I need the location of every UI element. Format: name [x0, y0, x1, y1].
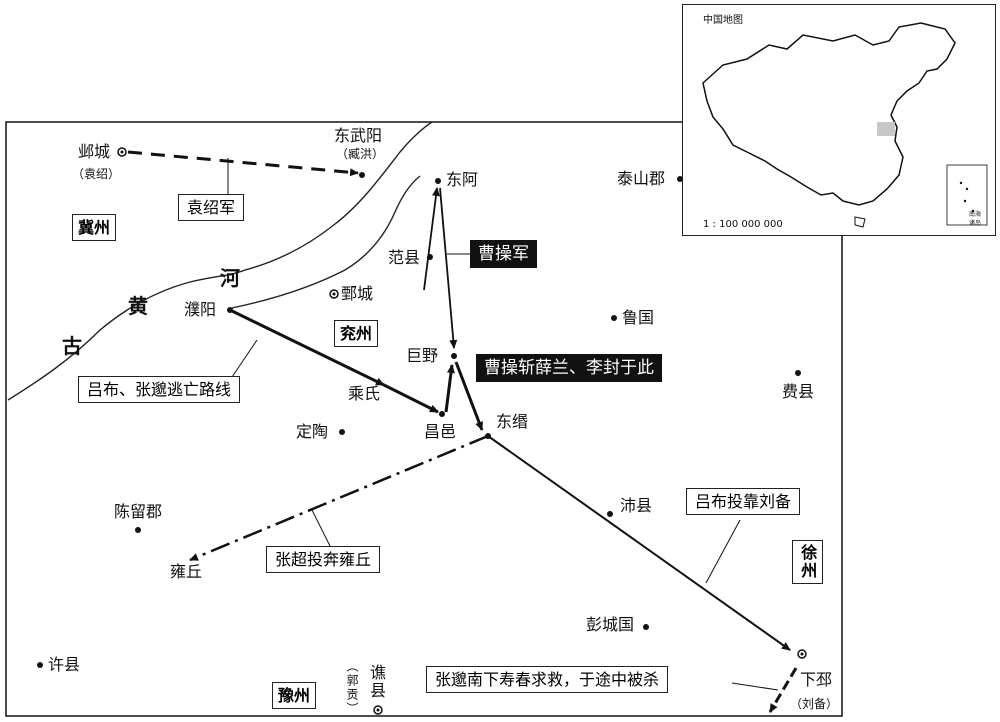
place-pengcheng: 彭城国: [586, 615, 635, 634]
province-yan: 兖州: [334, 320, 379, 348]
china-outline: [702, 22, 988, 228]
pointer-lubu: [229, 339, 258, 381]
place-fanxian: 范县: [388, 248, 421, 267]
place-peixian: 沛县: [620, 496, 653, 515]
inset-china-map: 中国地图 1 : 100 000 000 南海诸岛: [682, 4, 996, 236]
place-qiaoxian: 谯县: [367, 664, 386, 700]
place-dingtao: 定陶: [296, 422, 329, 441]
place-changyi: 昌邑: [424, 422, 457, 441]
place-xiapi-note: （刘备）: [790, 697, 839, 711]
route-juye-dongmin: [454, 361, 484, 431]
label-lubu-liubei: 吕布投靠刘备: [686, 488, 801, 516]
label-lubu-escape: 吕布、张邈逃亡路线: [78, 376, 241, 404]
label-cao-army: 曹操军: [470, 240, 537, 269]
place-taishan: 泰山郡: [617, 169, 666, 188]
place-xiapi: 下邳: [800, 670, 833, 689]
map-frame: [5, 121, 843, 717]
place-luguo: 鲁国: [622, 308, 655, 327]
label-cao-kill: 曹操斩薛兰、李封于此: [476, 354, 662, 383]
pointer-xiapi: [705, 519, 741, 584]
label-zhangmiao: 张邈南下寿春求救，于途中被杀: [426, 666, 669, 694]
province-xu: 徐州: [792, 540, 824, 584]
river-char-he: 河: [220, 266, 240, 290]
province-ji: 冀州: [72, 214, 117, 242]
province-yu: 豫州: [272, 682, 317, 710]
place-juye: 巨野: [406, 346, 439, 365]
route-zhangchao: [189, 434, 489, 562]
pointer-zhangchao: [311, 509, 331, 547]
pointer-zhangmiao: [731, 682, 779, 691]
inset-scale: 1 : 100 000 000: [703, 219, 783, 230]
yellow-river: [7, 121, 433, 401]
route-to-xiapi: [487, 435, 791, 651]
route-zhangmiao: [768, 667, 798, 713]
place-markers: [37, 147, 807, 715]
label-zhangchao: 张超投奔雍丘: [266, 546, 381, 574]
place-yecheng-note: （袁绍）: [72, 167, 121, 181]
inset-title: 中国地图: [703, 15, 743, 26]
place-dongmin: 东缗: [496, 412, 529, 431]
place-yecheng: 邺城: [78, 142, 111, 161]
route-lubu-1: [229, 308, 385, 387]
route-lubu-2: [383, 383, 439, 414]
place-feixian: 费县: [782, 382, 815, 401]
place-xuxian: 许县: [48, 655, 81, 674]
place-donga: 东阿: [446, 170, 479, 189]
place-dongwuyang: 东武阳: [334, 126, 383, 145]
place-puyang: 濮阳: [184, 300, 217, 319]
place-yongqiu: 雍丘: [170, 562, 203, 581]
route-cao-north: [423, 187, 440, 291]
place-chengshi: 乘氏: [348, 384, 381, 403]
place-chenliu: 陈留郡: [114, 502, 163, 521]
label-yuan-army: 袁绍军: [178, 194, 245, 222]
route-changyi-juye: [444, 364, 455, 413]
route-yuan-army: [127, 150, 359, 177]
place-qiaoxian-note: （郭贡）: [345, 660, 359, 716]
river-char-gu: 古: [62, 334, 82, 358]
river-branch: [231, 175, 421, 309]
inset-south-sea: 南海诸岛: [969, 211, 982, 227]
place-juancheng: 鄄城: [341, 284, 374, 303]
route-cao-south: [439, 187, 458, 349]
place-dongwuyang-note: （臧洪）: [336, 147, 385, 161]
river-char-huang: 黄: [128, 294, 148, 318]
